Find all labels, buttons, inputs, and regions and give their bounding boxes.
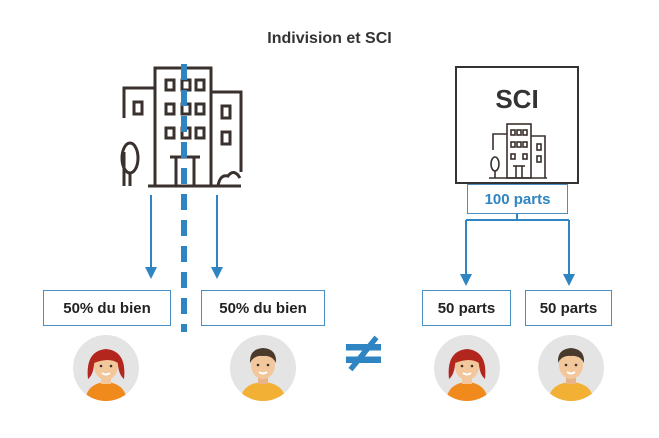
diagram-title: Indivision et SCI <box>267 30 392 47</box>
arrow-left-share-1 <box>145 195 157 279</box>
arrow-right-branches <box>460 214 575 286</box>
share-box-left-1: 50% du bien <box>43 290 171 326</box>
arrow-left-share-2 <box>211 195 223 279</box>
woman-avatar-icon <box>434 335 500 401</box>
man-avatar-icon <box>538 335 604 401</box>
sci-label: SCI <box>495 84 539 114</box>
sci-frame: SCI <box>455 66 579 184</box>
building-sci-icon <box>489 123 547 179</box>
share-box-right-1: 50 parts <box>422 290 511 326</box>
share-box-left-2: 50% du bien <box>201 290 325 326</box>
man-avatar-icon <box>230 335 296 401</box>
dashed-divider <box>181 64 187 332</box>
building-indivision-icon <box>120 66 243 188</box>
woman-avatar-icon <box>73 335 139 401</box>
not-equal-symbol: ≠ <box>340 320 387 385</box>
total-parts-box: 100 parts <box>467 184 568 214</box>
share-box-right-2: 50 parts <box>525 290 612 326</box>
